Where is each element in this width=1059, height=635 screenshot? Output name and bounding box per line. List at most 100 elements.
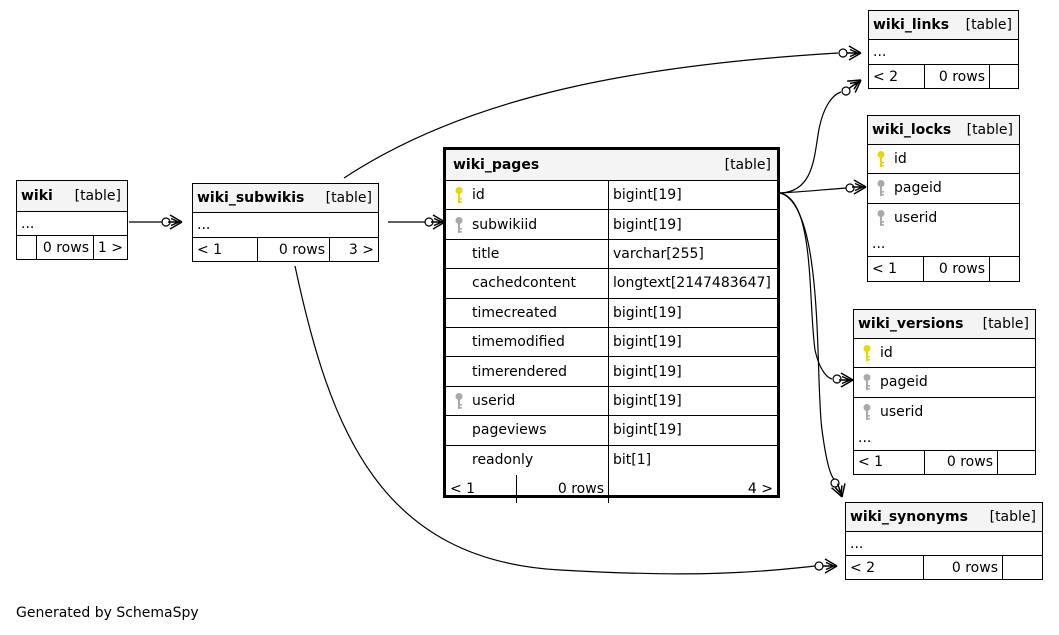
crow-foot-icon xyxy=(822,558,838,574)
table-name: wiki_links xyxy=(873,17,950,33)
column-name-text: userid xyxy=(472,392,516,409)
children-count[interactable]: 4 > xyxy=(608,474,777,503)
column-name-text: timemodified xyxy=(472,334,565,351)
primary-key-icon xyxy=(455,187,463,204)
column-row: userid bigint[19] xyxy=(446,386,777,417)
table-kind: [table] xyxy=(966,122,1013,138)
column-row: subwikiid bigint[19] xyxy=(446,210,777,240)
table-wiki[interactable]: wiki [table] ... 0 rows 1 > xyxy=(16,180,128,260)
column-name-text: pageid xyxy=(894,180,942,197)
table-header: wiki_links [table] xyxy=(869,11,1018,40)
table-name: wiki xyxy=(21,188,53,204)
foreign-key-icon xyxy=(877,180,885,197)
columns-ellipsis: ... xyxy=(197,217,211,233)
column-row: pageid xyxy=(854,368,1035,398)
table-name: wiki_pages xyxy=(453,157,540,173)
table-kind: [table] xyxy=(982,316,1029,332)
column-name: userid xyxy=(854,398,1035,427)
row-count: 0 rows xyxy=(923,556,1002,579)
crow-foot-icon xyxy=(167,214,183,230)
table-wiki-links[interactable]: wiki_links [table] ... < 2 0 rows xyxy=(868,10,1019,89)
columns-ellipsis: ... xyxy=(873,44,887,60)
table-header: wiki_locks [table] xyxy=(868,116,1019,145)
column-name-text: subwikiid xyxy=(472,216,538,233)
edge-pages-synonyms xyxy=(779,192,835,480)
column-name: subwikiid xyxy=(446,210,608,238)
column-row: id xyxy=(868,145,1019,175)
parents-count[interactable]: < 1 xyxy=(872,260,898,277)
column-type: varchar[255] xyxy=(608,239,777,269)
table-wiki-subwikis[interactable]: wiki_subwikis [table] ... < 1 0 rows 3 > xyxy=(192,183,379,262)
generated-by-note: Generated by SchemaSpy xyxy=(16,605,199,621)
table-name: wiki_synonyms xyxy=(850,509,968,525)
columns-ellipsis: ... xyxy=(21,215,35,232)
edge-subwikis-synonyms xyxy=(294,265,816,575)
column-type: bit[1] xyxy=(608,445,777,475)
column-name-text: id xyxy=(472,187,485,204)
foreign-key-icon xyxy=(455,392,463,409)
column-type: bigint[19] xyxy=(608,298,777,327)
column-type: longtext[2147483647] xyxy=(608,269,777,298)
column-name: id xyxy=(854,339,1035,367)
crow-foot-icon xyxy=(851,179,867,195)
row-count: 0 rows xyxy=(924,65,989,88)
row-count: 0 rows xyxy=(257,238,329,261)
foreign-key-icon xyxy=(863,374,871,391)
column-name-text: userid xyxy=(894,210,938,227)
parents-count[interactable]: < 1 xyxy=(197,241,223,258)
parents-count[interactable]: < 2 xyxy=(873,68,899,85)
parents-count[interactable]: < 2 xyxy=(850,559,876,576)
table-name: wiki_subwikis xyxy=(197,190,305,206)
column-type: bigint[19] xyxy=(608,416,777,445)
column-name-text: title xyxy=(472,245,500,262)
parents-count[interactable]: < 1 xyxy=(858,454,884,471)
column-type: bigint[19] xyxy=(608,386,777,416)
column-type: bigint[19] xyxy=(608,210,777,239)
parents-count xyxy=(17,236,36,259)
crow-foot-icon xyxy=(846,45,862,61)
primary-key-icon xyxy=(863,345,871,362)
foreign-key-icon xyxy=(863,404,871,421)
column-name: title xyxy=(446,240,608,268)
column-type: bigint[19] xyxy=(608,327,777,357)
column-name: pageid xyxy=(854,368,1035,396)
column-row: timemodified bigint[19] xyxy=(446,327,777,358)
column-type: bigint[19] xyxy=(608,181,777,210)
columns-ellipsis: ... xyxy=(850,535,864,552)
foreign-key-icon xyxy=(455,216,463,233)
children-count[interactable]: 3 > xyxy=(329,238,378,261)
column-name: timecreated xyxy=(446,299,608,327)
column-type: bigint[19] xyxy=(608,357,777,386)
column-name: cachedcontent xyxy=(446,269,608,297)
foreign-key-icon xyxy=(877,210,885,227)
column-name: pageid xyxy=(868,174,1019,202)
column-name: userid xyxy=(446,387,608,415)
column-name: id xyxy=(868,145,1019,173)
table-header: wiki [table] xyxy=(17,181,127,212)
parents-count[interactable]: < 1 xyxy=(450,480,476,497)
column-name: userid xyxy=(868,204,1019,233)
column-name: readonly xyxy=(446,446,608,475)
children-count[interactable]: 1 > xyxy=(93,236,127,259)
row-count: 0 rows xyxy=(36,236,93,259)
column-row: userid xyxy=(868,204,1019,233)
children-count xyxy=(997,450,1035,474)
column-name-text: timecreated xyxy=(472,304,557,321)
edge-pages-links xyxy=(779,91,842,194)
row-count: 0 rows xyxy=(516,474,608,503)
columns-ellipsis: ... xyxy=(858,430,872,447)
table-kind: [table] xyxy=(325,190,372,206)
children-count xyxy=(989,256,1019,281)
column-row: timecreated bigint[19] xyxy=(446,298,777,328)
column-name-text: cachedcontent xyxy=(472,275,576,292)
crow-foot-icon xyxy=(838,372,854,388)
column-name-text: pageid xyxy=(880,374,928,391)
column-row: pageid xyxy=(868,174,1019,204)
column-name: timerendered xyxy=(446,357,608,385)
table-wiki-synonyms[interactable]: wiki_synonyms [table] ... < 2 0 rows xyxy=(845,502,1043,580)
